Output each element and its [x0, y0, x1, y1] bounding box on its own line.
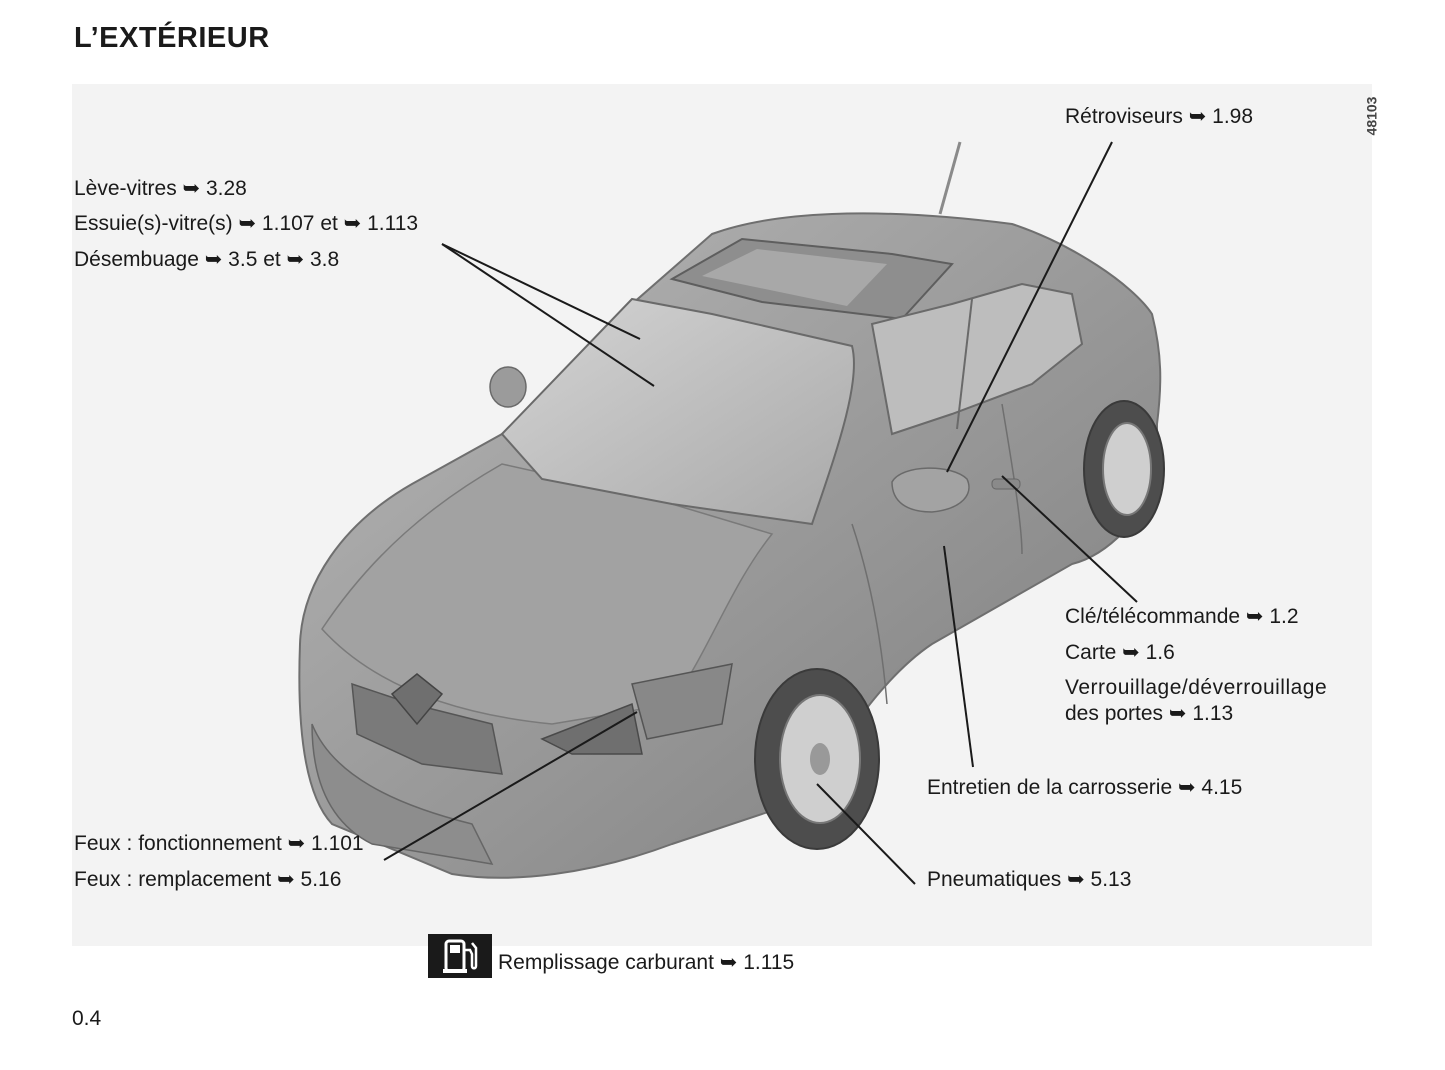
callout-feux-remplacement: Feux : remplacement ➥ 5.16	[74, 868, 342, 891]
callout-verrouillage-line1: Verrouillage/déverrouillage	[1065, 676, 1328, 699]
callout-leve-vitres: Lève-vitres ➥ 3.28	[74, 177, 247, 200]
fuel-pump-icon	[428, 934, 492, 978]
callout-carte: Carte ➥ 1.6	[1065, 641, 1175, 664]
callout-remplissage-carburant: Remplissage carburant ➥ 1.115	[498, 951, 795, 974]
callout-cle-telecommande: Clé/télécommande ➥ 1.2	[1065, 605, 1299, 628]
figure-code: 48103	[1363, 96, 1380, 136]
callout-essuie-vitres: Essuie(s)-vitre(s) ➥ 1.107 et ➥ 1.113	[74, 212, 419, 235]
page-title: L’EXTÉRIEUR	[74, 22, 270, 54]
callout-verrouillage-line2: des portes ➥ 1.13	[1065, 702, 1234, 725]
callout-pneumatiques: Pneumatiques ➥ 5.13	[927, 868, 1132, 891]
callout-retroviseurs: Rétroviseurs ➥ 1.98	[1065, 105, 1254, 128]
page-number: 0.4	[72, 1007, 102, 1030]
callout-entretien: Entretien de la carrosserie ➥ 4.15	[927, 776, 1243, 799]
callout-feux-fonctionnement: Feux : fonctionnement ➥ 1.101	[74, 832, 364, 855]
car-drawing	[298, 141, 1165, 885]
callout-desembuage: Désembuage ➥ 3.5 et ➥ 3.8	[74, 248, 340, 271]
car-exterior-illustration	[72, 84, 1372, 946]
